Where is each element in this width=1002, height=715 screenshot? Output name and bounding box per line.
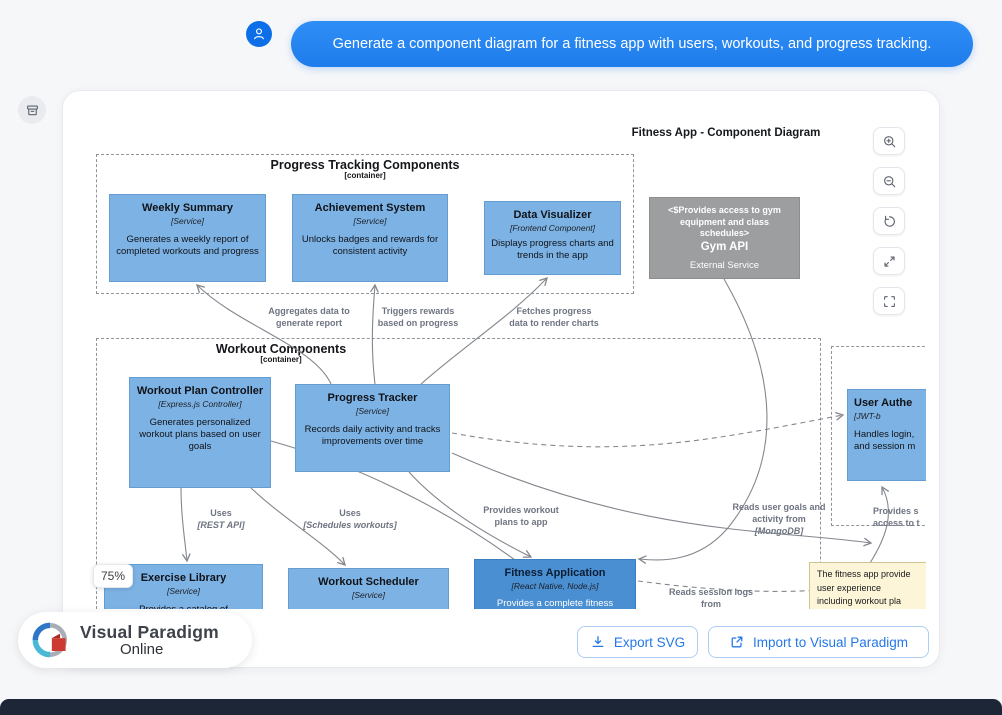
bottom-bar	[0, 699, 1002, 715]
edge-label-text: Uses	[339, 508, 361, 518]
component-name: Gym API	[700, 241, 749, 254]
component-stereotype: [Service]	[166, 585, 201, 596]
component-stereotype: [React Native, Node.js]	[511, 580, 599, 591]
history-button[interactable]	[18, 96, 46, 124]
chat-message-text: Generate a component diagram for a fitne…	[332, 36, 932, 52]
component-name: Workout Scheduler	[318, 576, 419, 588]
fullscreen-button[interactable]	[873, 287, 905, 315]
diagram-canvas[interactable]: Fitness App - Component Diagram Progress…	[79, 111, 926, 609]
component-weekly-summary[interactable]: Weekly Summary [Service] Generates a wee…	[109, 194, 266, 282]
chat-message-bubble: Generate a component diagram for a fitne…	[291, 21, 973, 67]
component-description: Provides a complete fitness	[496, 597, 614, 609]
component-workout-scheduler[interactable]: Workout Scheduler [Service]	[288, 568, 449, 609]
zoom-level-badge: 75%	[93, 564, 133, 588]
edge-label-reads-session: Reads session logs from	[668, 587, 754, 609]
edge-label-text: Reads user goals and activity from	[732, 502, 826, 525]
reset-view-button[interactable]	[873, 207, 905, 235]
edge-label-text: Uses	[210, 508, 232, 518]
edge-label-uses-rest: Uses [REST API]	[171, 507, 271, 531]
edge-label-provides-workout: Provides workout plans to app	[483, 505, 559, 528]
edge-label-reads-goals: Reads user goals and activity from [Mong…	[709, 501, 849, 537]
component-progress-tracker[interactable]: Progress Tracker [Service] Records daily…	[295, 384, 450, 472]
logo-title: Visual Paradigm	[80, 622, 219, 642]
visual-paradigm-logo: Visual Paradigm Online	[18, 612, 252, 668]
container-title: Progress Tracking Components	[270, 158, 460, 172]
component-user-authentication[interactable]: User Authe [JWT-b Handles login, and ses…	[847, 389, 926, 481]
container-stereotype: [container]	[260, 355, 302, 364]
component-stereotype: [JWT-b	[854, 410, 881, 421]
diagram-card: Fitness App - Component Diagram Progress…	[62, 90, 940, 668]
note-fitness-app[interactable]: The fitness app provide user experience …	[809, 562, 926, 609]
component-description: Displays progress charts and trends in t…	[491, 237, 614, 261]
import-to-visual-paradigm-button[interactable]: Import to Visual Paradigm	[708, 626, 929, 658]
download-icon	[592, 636, 604, 648]
edge-label-fetches: Fetches progress data to render charts	[509, 306, 599, 329]
component-data-visualizer[interactable]: Data Visualizer [Frontend Component] Dis…	[484, 201, 621, 275]
expand-icon	[883, 255, 895, 267]
zoom-in-icon	[883, 135, 895, 147]
component-annotation: <$Provides access to gym equipment and c…	[668, 205, 781, 239]
import-label: Import to Visual Paradigm	[752, 634, 909, 650]
edge-label-sub: [MongoDB]	[754, 526, 804, 537]
component-stereotype: [Service]	[353, 215, 387, 226]
component-name: Fitness Application	[504, 567, 606, 579]
external-link-icon	[731, 636, 743, 648]
edge-label-sub: [Schedules workouts]	[303, 520, 397, 531]
component-description: Records daily activity and tracks improv…	[304, 423, 441, 447]
edge-label-sub: [REST API]	[197, 520, 245, 531]
component-description: Unlocks badges and rewards for consisten…	[301, 233, 439, 257]
component-name: User Authe	[854, 397, 913, 409]
component-description: Handles login, and session m	[854, 428, 916, 452]
zoom-out-button[interactable]	[873, 167, 905, 195]
edge-label-uses-schedules: Uses [Schedules workouts]	[290, 507, 410, 531]
component-stereotype: [Express.js Controller]	[158, 398, 242, 409]
component-description: Generates a weekly report of completed w…	[116, 233, 259, 257]
component-fitness-application[interactable]: Fitness Application [React Native, Node.…	[474, 559, 636, 609]
component-gym-api[interactable]: <$Provides access to gym equipment and c…	[649, 197, 800, 279]
component-workout-plan-controller[interactable]: Workout Plan Controller [Express.js Cont…	[129, 377, 271, 488]
fullscreen-corners-icon	[883, 295, 895, 307]
component-stereotype: [Service]	[351, 589, 386, 600]
edge-label-triggers: Triggers rewards based on progress	[377, 306, 459, 329]
visual-paradigm-logo-icon	[32, 622, 67, 658]
component-stereotype: [Service]	[355, 405, 390, 416]
diagram-title: Fitness App - Component Diagram	[631, 127, 821, 139]
component-description: Generates personalized workout plans bas…	[139, 416, 261, 453]
container-title: Workout Components	[215, 342, 347, 356]
component-name: Progress Tracker	[327, 392, 418, 404]
component-description: Provides a catalog of	[139, 604, 228, 609]
component-stereotype: [Frontend Component]	[509, 222, 596, 233]
container-progress-tracking[interactable]: Progress Tracking Components [container]	[96, 154, 634, 294]
export-svg-button[interactable]: Export SVG	[577, 626, 698, 658]
edge-label-provides-secure: Provides s access to t	[873, 506, 920, 529]
logo-subtitle: Online	[120, 641, 164, 658]
user-avatar	[246, 21, 272, 47]
zoom-in-button[interactable]	[873, 127, 905, 155]
component-name: Achievement System	[314, 202, 426, 214]
expand-button[interactable]	[873, 247, 905, 275]
component-name: Exercise Library	[140, 572, 227, 584]
component-achievement-system[interactable]: Achievement System [Service] Unlocks bad…	[292, 194, 448, 282]
person-icon	[254, 28, 264, 40]
reset-icon	[884, 215, 895, 227]
zoom-out-icon	[883, 175, 895, 187]
export-svg-label: Export SVG	[613, 634, 686, 650]
history-archive-icon	[26, 104, 38, 115]
component-stereotype: [Service]	[170, 215, 205, 226]
component-name: Weekly Summary	[142, 202, 233, 214]
container-stereotype: [container]	[344, 171, 386, 180]
component-name: Data Visualizer	[513, 209, 592, 221]
component-name: Workout Plan Controller	[136, 385, 264, 397]
component-footer: External Service	[689, 260, 760, 271]
